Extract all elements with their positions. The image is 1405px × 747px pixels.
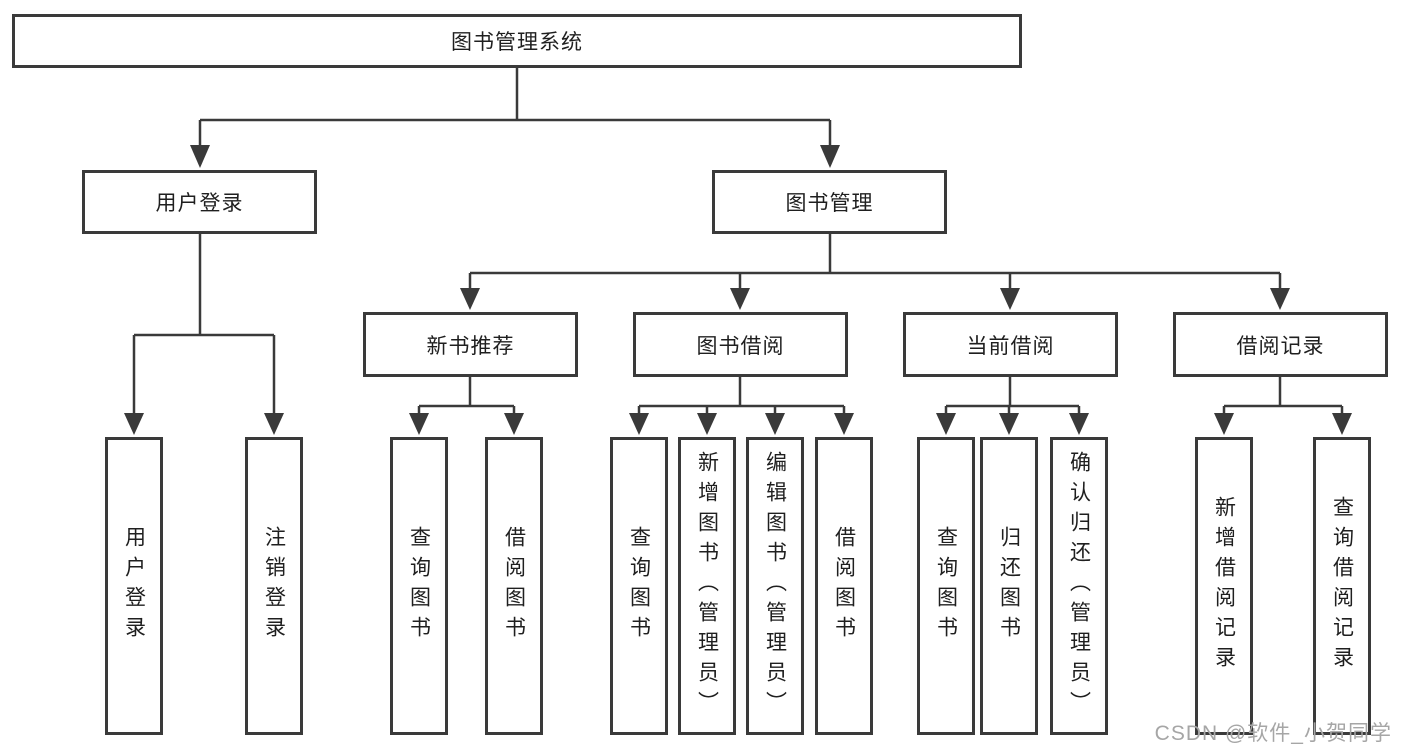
node-current-borrowing: 当前借阅 — [903, 312, 1118, 377]
connector-user-login-branch — [132, 234, 276, 414]
node-library-system-root: 图书管理系统 — [12, 14, 1022, 68]
leaf-borrow-books: 借阅图书 — [815, 437, 873, 735]
leaf-confirm-return-admin-label: 确认归还（管理员） — [1067, 451, 1091, 721]
node-book-management: 图书管理 — [712, 170, 947, 234]
leaf-logout: 注销登录 — [245, 437, 303, 735]
leaf-add-books-admin-label: 新增图书（管理员） — [695, 451, 719, 721]
node-user-login: 用户登录 — [82, 170, 317, 234]
leaf-add-borrow-record: 新增借阅记录 — [1195, 437, 1253, 735]
arrowheads-level2 — [190, 145, 840, 168]
connector-borrow-records-split — [1222, 377, 1344, 414]
node-new-book-recommendation-label: 新书推荐 — [426, 334, 515, 358]
leaf-borrow-books-recommendation: 借阅图书 — [485, 437, 543, 735]
leaf-user-login-label: 用户登录 — [122, 526, 146, 646]
leaf-query-borrow-record-label: 查询借阅记录 — [1330, 496, 1354, 676]
leaf-query-borrow-record: 查询借阅记录 — [1313, 437, 1371, 735]
leaf-confirm-return-admin: 确认归还（管理员） — [1050, 437, 1108, 735]
node-borrowing-records: 借阅记录 — [1173, 312, 1388, 377]
leaf-return-books-label: 归还图书 — [997, 526, 1021, 646]
leaf-add-books-admin: 新增图书（管理员） — [678, 437, 736, 735]
leaf-edit-books-admin-label: 编辑图书（管理员） — [763, 451, 787, 721]
leaf-query-books-borrowing-label: 查询图书 — [627, 526, 651, 646]
leaf-user-login: 用户登录 — [105, 437, 163, 735]
node-book-borrowing: 图书借阅 — [633, 312, 848, 377]
node-new-book-recommendation: 新书推荐 — [363, 312, 578, 377]
csdn-watermark: CSDN @软件_小贺同学 — [1154, 722, 1392, 745]
node-book-borrowing-label: 图书借阅 — [696, 334, 785, 358]
leaf-query-books-current-label: 查询图书 — [934, 526, 958, 646]
node-library-system-root-label: 图书管理系统 — [451, 31, 583, 54]
connector-root-to-level2 — [198, 68, 832, 146]
node-book-management-label: 图书管理 — [785, 192, 874, 215]
leaf-logout-label: 注销登录 — [262, 526, 286, 646]
arrowheads-level3 — [460, 288, 1290, 310]
node-current-borrowing-label: 当前借阅 — [966, 334, 1055, 358]
connector-new-book-rec-split — [417, 377, 516, 414]
arrowheads-user-login-branch — [124, 413, 284, 435]
leaf-query-books-recommendation-label: 查询图书 — [407, 526, 431, 646]
connector-book-mgmt-to-level3 — [468, 234, 1282, 289]
leaf-query-books-recommendation: 查询图书 — [390, 437, 448, 735]
leaf-query-books-current: 查询图书 — [917, 437, 975, 735]
connector-current-borrow-split — [944, 377, 1081, 414]
arrowheads-leaves — [409, 413, 1352, 435]
connector-book-borrow-split — [637, 377, 846, 414]
node-user-login-label: 用户登录 — [155, 192, 244, 215]
leaf-borrow-books-recommendation-label: 借阅图书 — [502, 526, 526, 646]
leaf-edit-books-admin: 编辑图书（管理员） — [746, 437, 804, 735]
node-borrowing-records-label: 借阅记录 — [1236, 334, 1325, 358]
leaf-return-books: 归还图书 — [980, 437, 1038, 735]
leaf-query-books-borrowing: 查询图书 — [610, 437, 668, 735]
leaf-borrow-books-label: 借阅图书 — [832, 526, 856, 646]
leaf-add-borrow-record-label: 新增借阅记录 — [1212, 496, 1236, 676]
